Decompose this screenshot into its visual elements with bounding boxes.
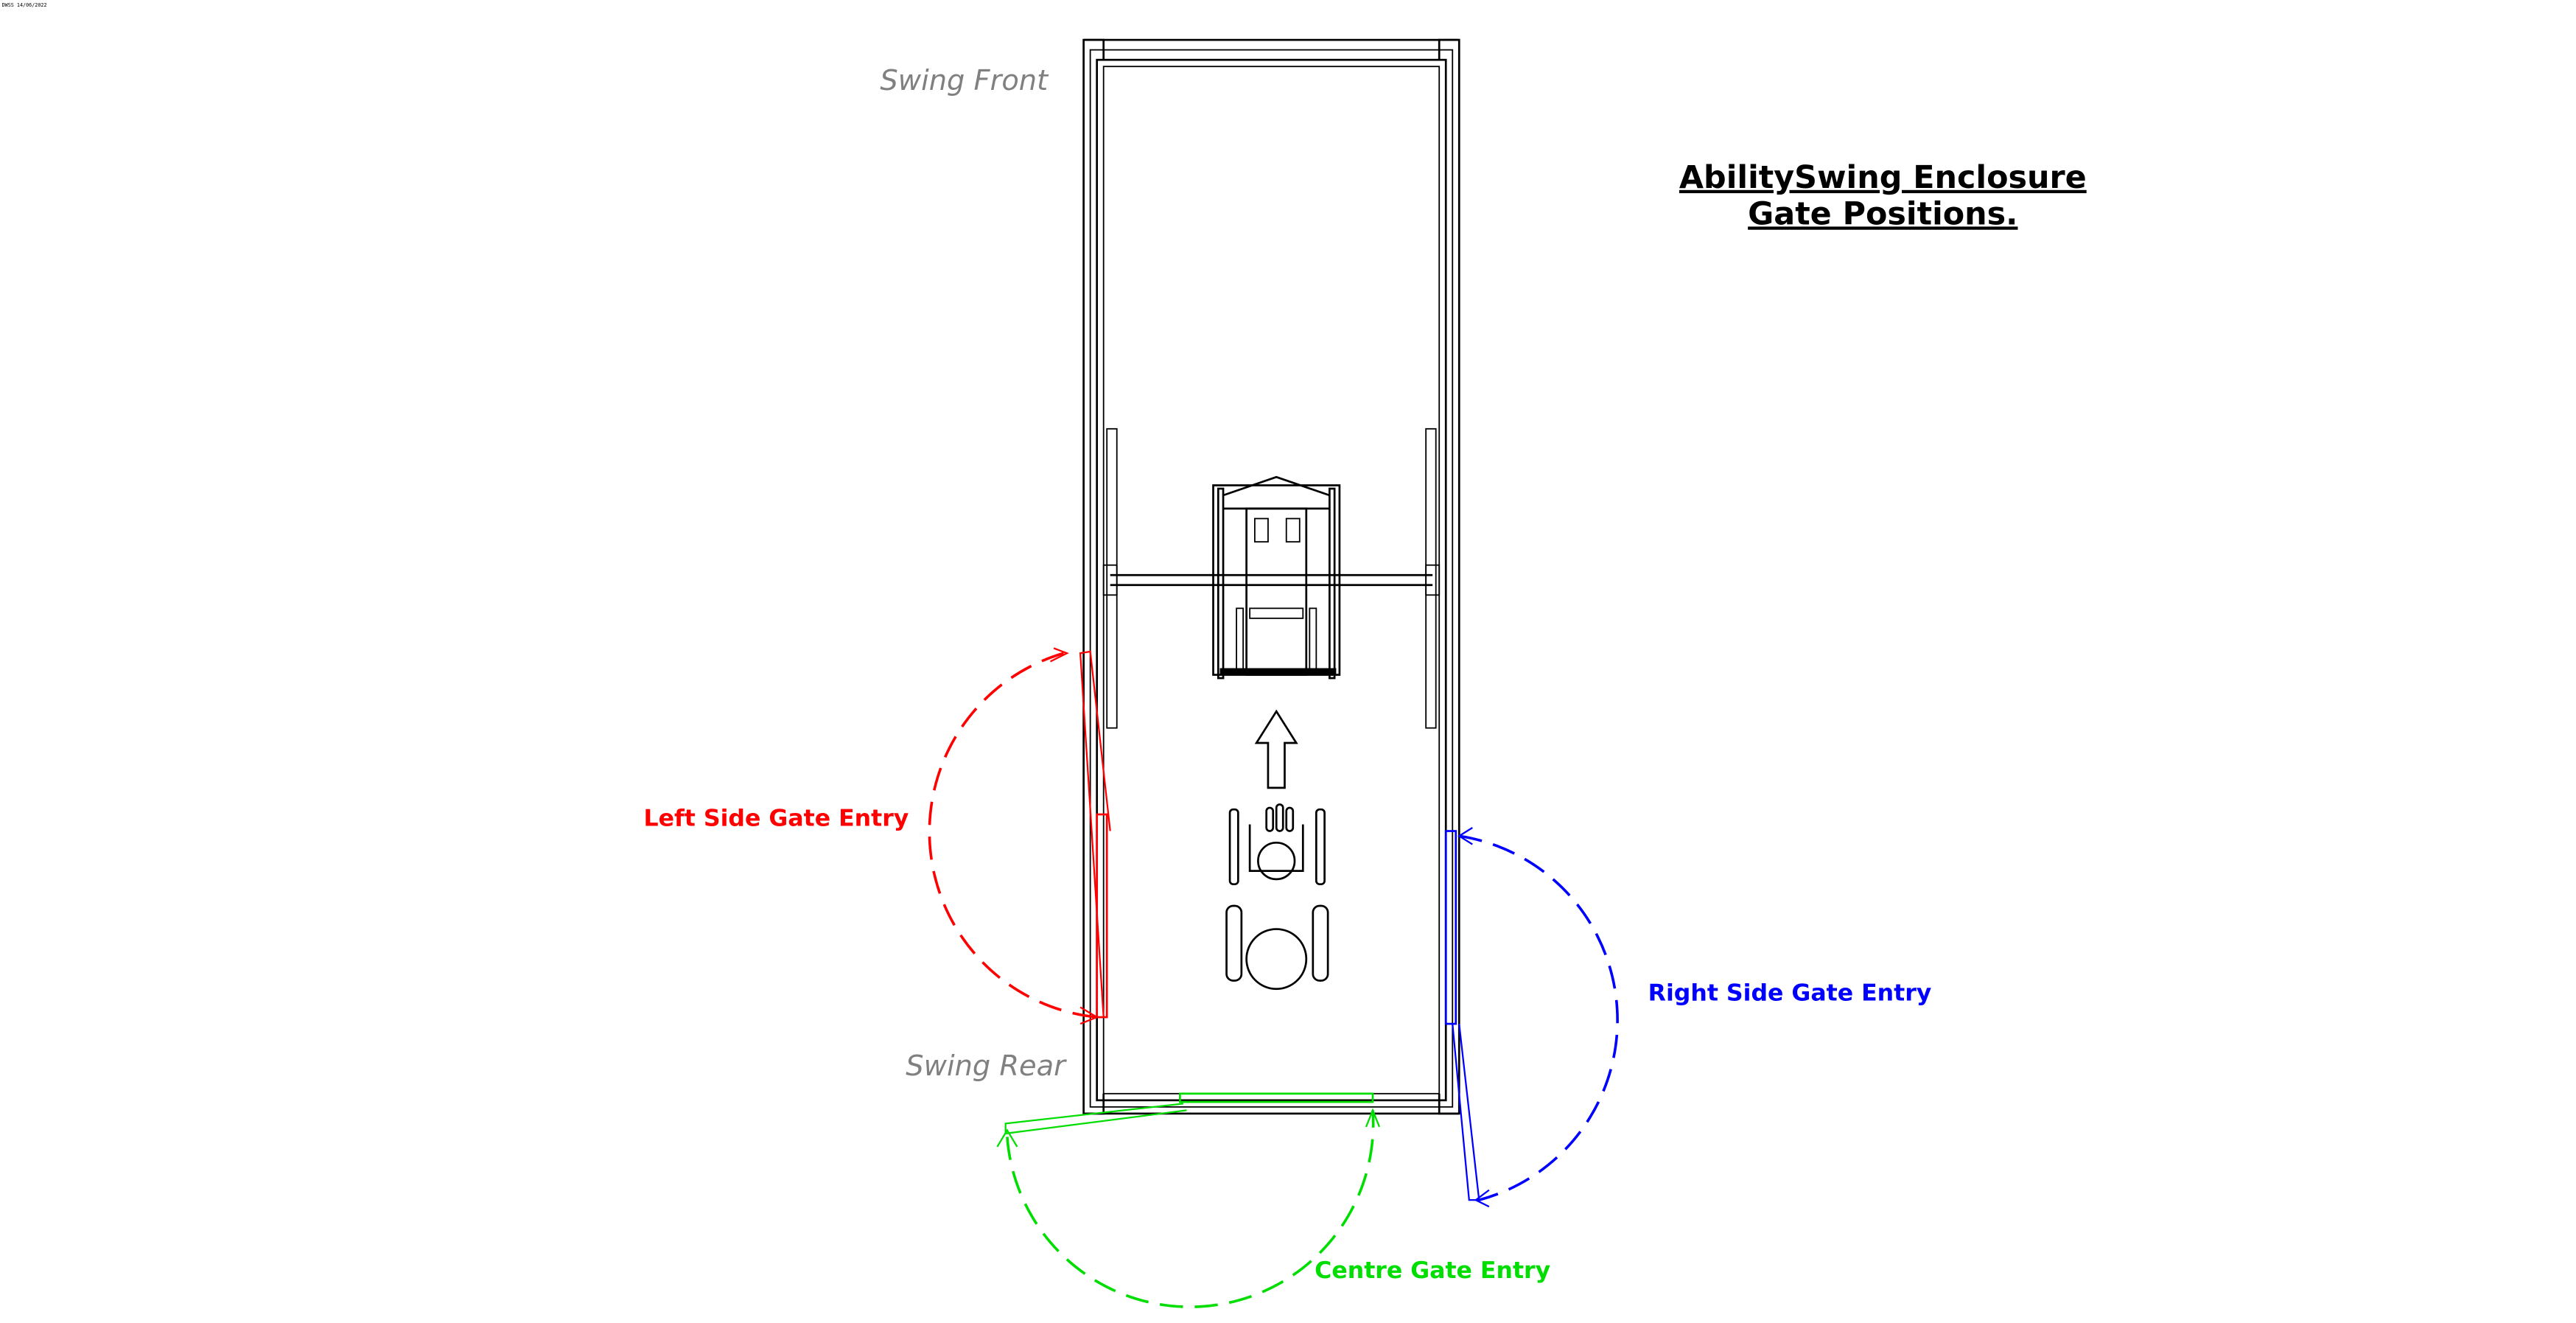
drawing-stamp: DWSS 14/06/2022 [2,2,47,8]
swing-seat [1102,475,1441,680]
centre-gate-label: Centre Gate Entry [1315,1257,1550,1284]
enclosure-frame [1082,38,1460,1115]
left-side-gate [928,647,1111,1025]
left-gate-label: Left Side Gate Entry [644,806,909,832]
right-gate-label: Right Side Gate Entry [1648,980,1932,1007]
right-side-gate [1444,827,1619,1208]
centre-gate [996,1092,1381,1308]
swing-rear-label: Swing Rear [906,1050,1067,1083]
title-line-1: AbilitySwing Enclosure [1679,159,2087,196]
swing-front-label: Swing Front [880,64,1049,97]
title-line-2: Gate Positions. [1748,195,2017,232]
wheelchair-user-icon [1225,803,1329,991]
arrow-up-icon [1254,709,1298,789]
